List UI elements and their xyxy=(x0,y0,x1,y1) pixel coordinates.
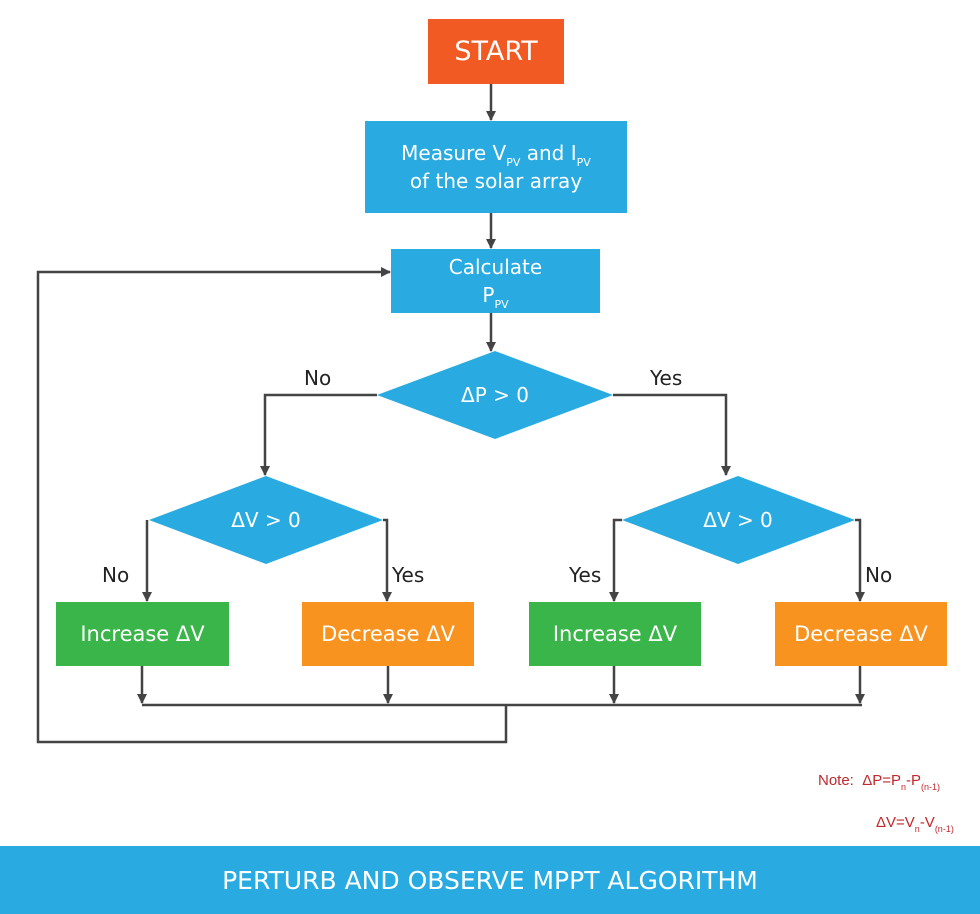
increase-right-node: Increase ΔV xyxy=(529,602,701,666)
dp-yes-label: Yes xyxy=(650,366,683,390)
footer-title: PERTURB AND OBSERVE MPPT ALGORITHM xyxy=(222,865,758,895)
note-line-2: ΔV=Vn-V(n-1) xyxy=(876,814,954,834)
arrow-dvr-no xyxy=(855,518,865,602)
start-node: START xyxy=(428,19,564,84)
dvl-no-label: No xyxy=(102,563,130,587)
increase-left-node: Increase ΔV xyxy=(56,602,229,666)
feedback-loop xyxy=(36,267,508,744)
arrow-dp-yes xyxy=(613,393,731,476)
dv-right-diamond xyxy=(622,476,855,564)
arrow-dvr-yes xyxy=(609,518,622,602)
dp-diamond xyxy=(377,351,613,439)
dv-left-label: ΔV > 0 xyxy=(231,508,301,532)
start-label: START xyxy=(454,36,538,67)
dvr-no-label: No xyxy=(865,563,893,587)
measure-line-2: of the solar array xyxy=(409,169,583,193)
measure-node: Measure VPV and IPV of the solar array xyxy=(365,121,627,213)
decrease-left-node: Decrease ΔV xyxy=(302,602,474,666)
note-label: Note: xyxy=(818,772,854,789)
dvl-yes-label: Yes xyxy=(392,563,425,587)
footer-banner: PERTURB AND OBSERVE MPPT ALGORITHM xyxy=(0,846,980,914)
calculate-line-2: PPV xyxy=(482,283,509,311)
arrow-dp-no xyxy=(260,393,377,476)
dv-left-diamond xyxy=(149,476,383,564)
decrease-right-node: Decrease ΔV xyxy=(775,602,947,666)
dp-label: ΔP > 0 xyxy=(461,383,529,407)
arrow-dvl-yes xyxy=(382,518,392,602)
measure-line-1: Measure VPV and IPV xyxy=(401,141,591,169)
calculate-line-1: Calculate xyxy=(448,255,543,279)
note-line-1: Note: ΔP=Pn-P(n-1) xyxy=(818,772,941,792)
dvr-yes-label: Yes xyxy=(569,563,602,587)
calculate-node: Calculate PPV xyxy=(391,249,600,313)
dv-right-label: ΔV > 0 xyxy=(703,508,773,532)
dp-no-label: No xyxy=(304,366,332,390)
